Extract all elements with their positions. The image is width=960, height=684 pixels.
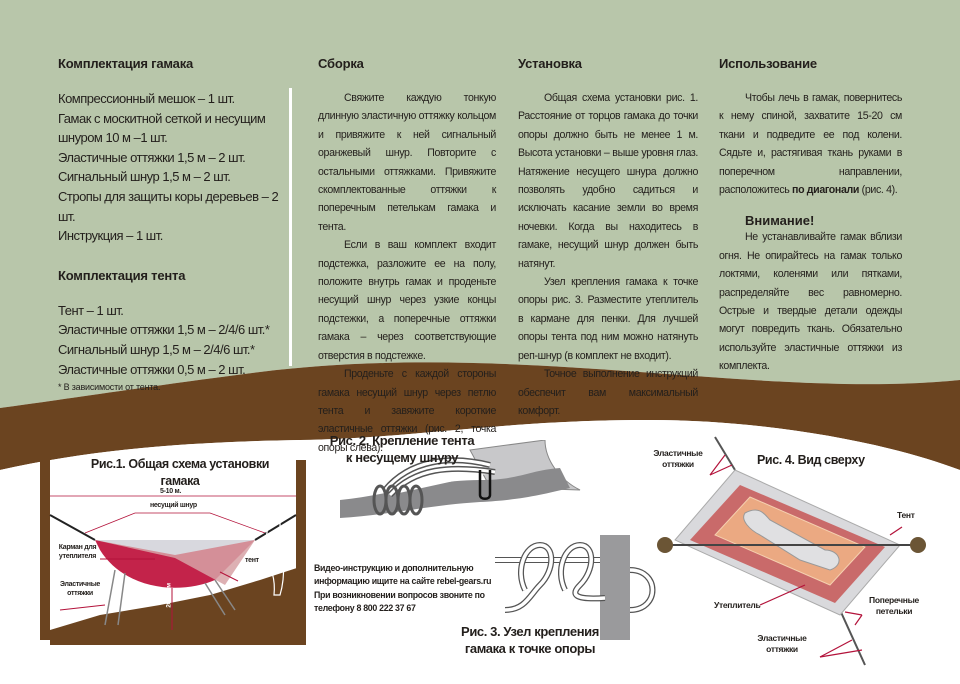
warning-text: Не устанавливайте гамак вблизи огня. Не … — [719, 231, 902, 373]
fig1-tent-label: тент — [245, 557, 259, 564]
kit-item: Инструкция – 1 шт. — [58, 228, 163, 244]
fig1-ridgeline-label: несущий шнур — [150, 502, 197, 509]
usage-ref: (рис. 4). — [859, 184, 898, 197]
fig2-caption-line: Рис. 2. Крепление тента — [329, 433, 475, 448]
kit-item: Эластичные оттяжки 0,5 м – 2 шт. — [58, 361, 246, 377]
kit-item: Стропы для защиты коры деревьев – 2 шт. — [58, 188, 279, 224]
column-divider — [289, 88, 292, 366]
contact-info: Видео-инструкцию и дополнительную информ… — [314, 562, 491, 615]
kit-item: Тент – 1 шт. — [58, 302, 124, 318]
contact-line: При возникновении вопросов звоните по — [314, 589, 485, 600]
figure-2-caption: Рис. 2. Крепление тента к несущему шнуру — [322, 432, 482, 466]
paragraph: Точное выполнение инструкций обеспечит в… — [518, 368, 698, 417]
kit-item: Эластичные оттяжки 1,5 м – 2 шт. — [58, 149, 246, 165]
paragraph: Проденьте с каждой стороны гамака несущи… — [318, 368, 496, 454]
usage-bold: по диагонали — [792, 184, 860, 197]
kit-hammock-title: Комплектация гамака — [58, 56, 194, 71]
paragraph: Общая схема установки рис. 1. Расстояние… — [518, 92, 698, 270]
fig2-caption-line: к несущему шнуру — [345, 450, 459, 465]
installation-column: Установка Общая схема установки рис. 1. … — [518, 56, 698, 420]
fig1-guylines-label: Эластичные оттяжки — [60, 581, 100, 597]
fig1-height-label: 20-40 см — [165, 583, 173, 608]
kit-item: Сигнальный шнур 1,5 м – 2/4/6 шт.* — [58, 341, 255, 357]
contact-line: информацию ищите на сайте rebel-gears.ru — [314, 576, 492, 587]
kit-item: Компрессионный мешок – 1 шт. — [58, 91, 235, 106]
assembly-column: Сборка Свяжите каждую тонкую длинную эла… — [318, 56, 496, 457]
contact-line: телефону 8 800 222 37 67 — [314, 602, 416, 613]
usage-text: Чтобы лечь в гамак, повернитесь к нему с… — [719, 92, 902, 197]
fig4-insulation-label: Утеплитель — [714, 600, 761, 610]
figure-1-diagram — [40, 460, 306, 645]
assembly-title: Сборка — [318, 56, 364, 71]
kit-item: Сигнальный шнур 1,5 м – 2 шт. — [58, 169, 231, 185]
kit-item: Гамак с москитной сеткой и несущим шнуро… — [58, 110, 266, 146]
fig3-caption-line: Рис. 3. Узел крепления — [461, 624, 599, 639]
paragraph: Чтобы лечь в гамак, повернитесь к нему с… — [719, 89, 902, 199]
contact-line: Видео-инструкцию и дополнительную — [314, 563, 474, 573]
usage-title: Использование — [719, 56, 817, 71]
paragraph: Свяжите каждую тонкую длинную эластичную… — [318, 92, 496, 233]
fig4-guylines-bottom-label: Эластичные оттяжки — [757, 633, 807, 654]
fig1-pocket-label: Карман для утеплителя — [58, 544, 97, 560]
kit-column: Комплектация гамака Компрессионный мешок… — [58, 56, 293, 395]
figure-4-diagram — [657, 436, 926, 666]
fig3-caption-line: гамака к точке опоры — [464, 641, 596, 656]
usage-column: Использование Чтобы лечь в гамак, поверн… — [719, 56, 902, 376]
paragraph: Узел крепления гамака к точке опоры рис.… — [518, 276, 698, 362]
kit-tent-title: Комплектация тента — [58, 267, 186, 283]
warning-title: Внимание! — [745, 213, 815, 229]
kit-item: Эластичные оттяжки 1,5 м – 2/4/6 шт.* — [58, 322, 270, 338]
paragraph: Если в ваш комплект входит подстежка, ра… — [318, 239, 496, 362]
figure-3-caption: Рис. 3. Узел крепления гамака к точке опо… — [455, 623, 605, 657]
fig4-guylines-top-label: Эластичные оттяжки — [653, 448, 703, 469]
figure-2-diagram — [340, 440, 581, 518]
installation-title: Установка — [518, 56, 582, 71]
fig4-loops-label: Поперечные петельки — [869, 595, 919, 616]
fig4-tent-label: Тент — [897, 510, 915, 520]
figure-1-caption: Рис.1. Общая схема установки гамака — [90, 457, 270, 488]
kit-note: * В зависимости от тента. — [58, 382, 161, 393]
fig1-distance-label: 5-10 м. — [160, 488, 181, 495]
figure-3-diagram — [495, 535, 656, 640]
figure-4-caption: Рис. 4. Вид сверху — [757, 453, 865, 467]
